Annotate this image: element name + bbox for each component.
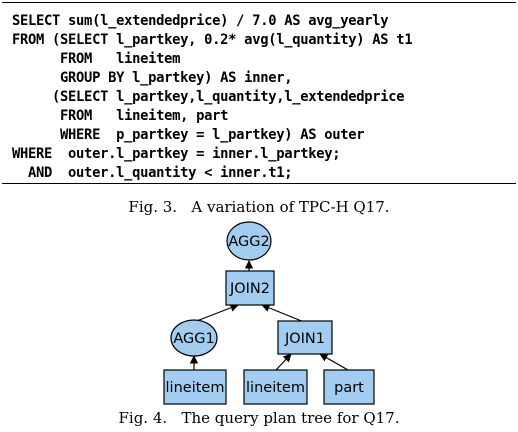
sql-line: FROM lineitem xyxy=(12,51,181,67)
node-agg1: AGG1 xyxy=(170,319,218,357)
edge-join1-join2 xyxy=(261,303,305,323)
sql-query-block: SELECT sum(l_extendedprice) / 7.0 AS avg… xyxy=(2,2,516,184)
fig3-caption: Fig. 3. A variation of TPC-H Q17. xyxy=(128,198,390,216)
edge-part-join1 xyxy=(319,353,349,371)
node-join2: JOIN2 xyxy=(225,270,275,306)
edge-agg1-join2 xyxy=(193,303,239,323)
edge-lineitem-join1 xyxy=(275,353,292,371)
node-agg1-label: AGG1 xyxy=(173,331,214,347)
node-join1-label: JOIN1 xyxy=(284,331,325,347)
node-lineitem-left: lineitem xyxy=(163,369,227,405)
node-join1: JOIN1 xyxy=(277,320,333,355)
node-part-label: part xyxy=(334,380,364,396)
node-lineitem-right: lineitem xyxy=(243,369,308,405)
sql-line: SELECT sum(l_extendedprice) / 7.0 AS avg… xyxy=(12,13,389,29)
node-lineitem-left-label: lineitem xyxy=(166,380,225,396)
node-lineitem-right-label: lineitem xyxy=(246,380,305,396)
node-join2-label: JOIN2 xyxy=(229,281,270,297)
sql-line: AND outer.l_quantity < inner.t1; xyxy=(12,165,293,181)
sql-line: WHERE p_partkey = l_partkey) AS outer xyxy=(12,127,365,143)
sql-line: FROM (SELECT l_partkey, 0.2* avg(l_quant… xyxy=(12,32,413,48)
sql-line: GROUP BY l_partkey) AS inner, xyxy=(12,70,293,86)
node-agg2: AGG2 xyxy=(226,221,272,261)
node-agg2-label: AGG2 xyxy=(228,234,269,250)
sql-line: (SELECT l_partkey,l_quantity,l_extendedp… xyxy=(12,89,405,105)
sql-line: FROM lineitem, part xyxy=(12,108,229,124)
node-part: part xyxy=(323,369,375,405)
sql-line: WHERE outer.l_partkey = inner.l_partkey; xyxy=(12,146,341,162)
fig4-caption: Fig. 4. The query plan tree for Q17. xyxy=(118,409,400,427)
